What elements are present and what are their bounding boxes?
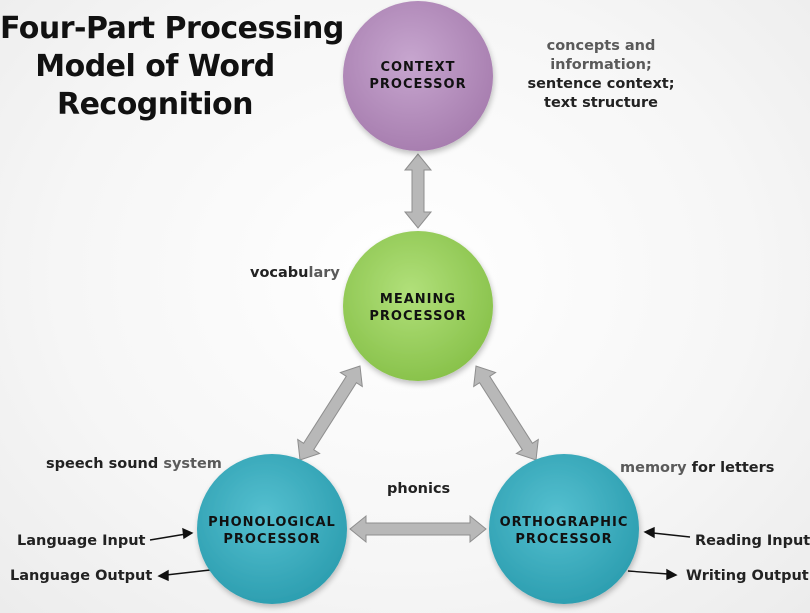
language-output-arrowhead <box>157 569 169 582</box>
title-line-3: Recognition <box>56 87 254 122</box>
context-processor-circle <box>343 1 493 151</box>
speech-sound-annotation: speech sound system <box>46 456 222 472</box>
language-input-arrow <box>149 533 187 541</box>
phonological-processor-label: PHONOLOGICAL PROCESSOR <box>208 515 336 547</box>
reading-input-label: Reading Input <box>695 533 810 549</box>
meaning-orthographic-arrow <box>473 365 539 461</box>
phonological-processor-circle <box>197 454 347 604</box>
language-output-arrow <box>165 569 211 576</box>
meaning-phonological-arrow <box>297 365 363 461</box>
writing-output-arrow <box>627 570 669 575</box>
memory-annotation: memory for letters <box>620 460 775 476</box>
meaning-processor-label: MEANING PROCESSOR <box>369 292 467 324</box>
title-line-1: Four-Part Processing <box>0 11 344 46</box>
language-input-label: Language Input <box>17 533 146 549</box>
language-output-label: Language Output <box>10 568 153 584</box>
phonics-annotation: phonics <box>387 481 451 497</box>
phonological-orthographic-arrow <box>349 514 487 544</box>
meaning-processor-circle <box>343 231 493 381</box>
context-annotation: concepts and information; sentence conte… <box>527 38 675 111</box>
context-meaning-arrow <box>403 153 433 229</box>
reading-input-arrowhead <box>643 526 655 539</box>
reading-input-arrow <box>652 532 691 538</box>
context-processor-label: CONTEXT PROCESSOR <box>369 60 467 92</box>
orthographic-processor-circle <box>489 454 639 604</box>
writing-output-arrowhead <box>666 568 678 581</box>
orthographic-processor-label: ORTHOGRAPHIC PROCESSOR <box>499 515 629 547</box>
writing-output-label: Writing Output <box>686 568 809 584</box>
diagram-title: Four-Part Processing Model of Word Recog… <box>0 10 344 124</box>
language-input-arrowhead <box>182 527 194 540</box>
title-line-2: Model of Word <box>35 49 275 84</box>
vocabulary-annotation: vocabulary <box>250 265 340 281</box>
